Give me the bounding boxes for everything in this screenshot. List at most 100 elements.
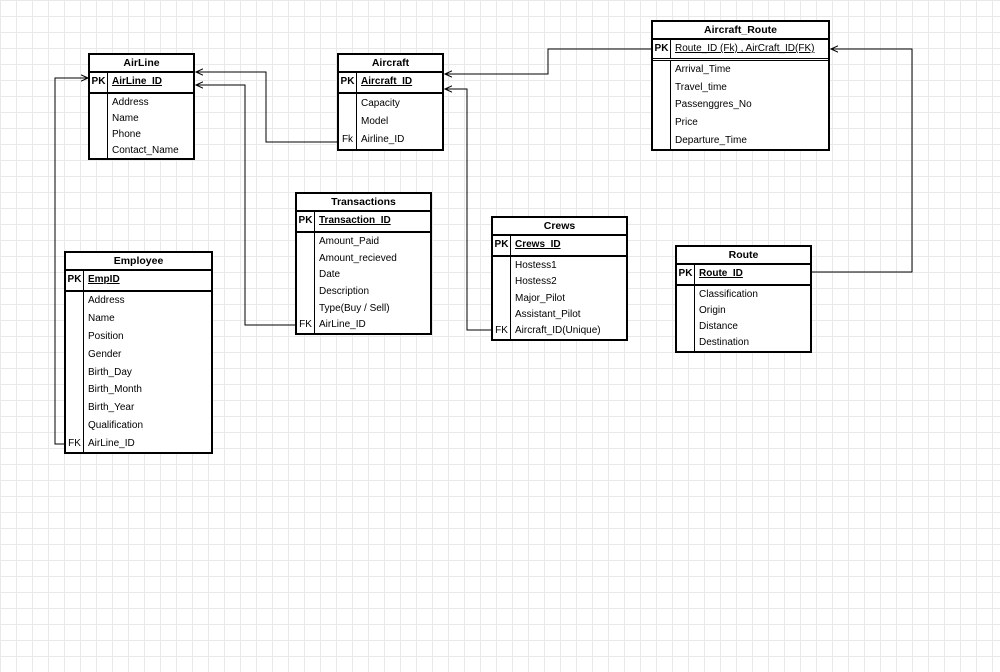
field-contact-name[interactable]: Contact_Name bbox=[112, 144, 179, 156]
field-destination[interactable]: Destination bbox=[699, 337, 750, 349]
relationship-line-fk-route-to-aircraft-route[interactable] bbox=[812, 49, 913, 273]
field-birth-month[interactable]: Birth_Month bbox=[88, 384, 142, 396]
primary-key-row[interactable]: PK AirLine_ID bbox=[90, 73, 193, 94]
field-gender[interactable]: Gender bbox=[88, 348, 122, 360]
primary-key-field: Aircraft_ID bbox=[361, 76, 413, 87]
field-type-buy-sell[interactable]: Type(Buy / Sell) bbox=[319, 302, 390, 314]
field-phone[interactable]: Phone bbox=[112, 128, 141, 140]
field-airline-id[interactable]: Airline_ID bbox=[361, 134, 405, 146]
field-name[interactable]: Name bbox=[88, 313, 115, 325]
key-column: FK bbox=[66, 292, 84, 452]
entity-title: AirLine bbox=[90, 55, 193, 73]
field-departure-time[interactable]: Departure_Time bbox=[675, 134, 747, 146]
field-passenggres-no[interactable]: Passenggres_No bbox=[675, 99, 752, 111]
relationship-line-fk-crews-to-aircraft[interactable] bbox=[445, 89, 491, 331]
key-marker bbox=[297, 250, 314, 267]
field-airline-id[interactable]: AirLine_ID bbox=[88, 437, 135, 449]
field-travel-time[interactable]: Travel_time bbox=[675, 81, 727, 93]
key-marker bbox=[90, 126, 107, 142]
field-description[interactable]: Description bbox=[319, 285, 370, 297]
field-name[interactable]: Name bbox=[112, 112, 139, 124]
key-marker bbox=[653, 131, 670, 149]
field-qualification[interactable]: Qualification bbox=[88, 419, 144, 431]
field-origin[interactable]: Origin bbox=[699, 304, 726, 316]
field-position[interactable]: Position bbox=[88, 330, 124, 342]
key-marker bbox=[653, 96, 670, 114]
field-hostess2[interactable]: Hostess2 bbox=[515, 276, 557, 288]
field-address[interactable]: Address bbox=[88, 295, 125, 307]
field-assistant-pilot[interactable]: Assistant_Pilot bbox=[515, 308, 581, 320]
primary-key-field: Route_ID (Fk) , AirCraft_ID(FK) bbox=[675, 43, 815, 54]
key-column: Fk bbox=[339, 94, 357, 149]
key-marker-pk: PK bbox=[297, 212, 315, 231]
key-marker bbox=[677, 286, 694, 302]
entity-title: Crews bbox=[493, 218, 626, 236]
field-hostess1[interactable]: Hostess1 bbox=[515, 259, 557, 271]
field-date[interactable]: Date bbox=[319, 269, 341, 281]
key-marker bbox=[66, 328, 83, 346]
field-price[interactable]: Price bbox=[675, 117, 698, 129]
key-marker bbox=[493, 290, 510, 306]
key-marker: FK bbox=[299, 319, 312, 331]
field-major-pilot[interactable]: Major_Pilot bbox=[515, 292, 566, 304]
relationship-line-fk-employee-to-airline[interactable] bbox=[54, 78, 88, 445]
field-airline-id[interactable]: AirLine_ID bbox=[319, 319, 366, 331]
field-arrival-time[interactable]: Arrival_Time bbox=[675, 64, 731, 76]
field-capacity[interactable]: Capacity bbox=[361, 97, 400, 109]
key-marker-pk: PK bbox=[66, 271, 84, 290]
primary-key-row[interactable]: PK Aircraft_ID bbox=[339, 73, 442, 94]
field-address[interactable]: Address bbox=[112, 96, 149, 108]
key-marker-pk: PK bbox=[339, 73, 357, 92]
primary-key-field: Crews_ID bbox=[515, 239, 561, 250]
relationship-line-fk-aircraft-route-to-aircraft[interactable] bbox=[445, 48, 651, 74]
field-amount-recieved[interactable]: Amount_recieved bbox=[319, 252, 397, 264]
key-marker-pk: PK bbox=[677, 265, 695, 284]
field-birth-day[interactable]: Birth_Day bbox=[88, 366, 132, 378]
key-marker bbox=[339, 94, 356, 112]
field-amount-paid[interactable]: Amount_Paid bbox=[319, 235, 380, 247]
key-marker bbox=[90, 94, 107, 110]
key-marker bbox=[66, 292, 83, 310]
key-marker: FK bbox=[68, 437, 81, 449]
key-column bbox=[677, 286, 695, 351]
field-model[interactable]: Model bbox=[361, 115, 389, 127]
entity-title: Employee bbox=[66, 253, 211, 271]
key-marker bbox=[90, 110, 107, 126]
key-column: FK bbox=[297, 233, 315, 333]
primary-key-field: AirLine_ID bbox=[112, 76, 163, 87]
key-marker bbox=[677, 335, 694, 351]
field-distance[interactable]: Distance bbox=[699, 321, 738, 333]
key-marker-pk: PK bbox=[90, 73, 108, 92]
relationship-line-fk-aircraft-to-airline[interactable] bbox=[196, 72, 337, 143]
field-classification[interactable]: Classification bbox=[699, 288, 758, 300]
entity-title: Route bbox=[677, 247, 810, 265]
field-birth-year[interactable]: Birth_Year bbox=[88, 402, 135, 414]
key-marker bbox=[653, 79, 670, 97]
field-aircraft-id-unique[interactable]: Aircraft_ID(Unique) bbox=[515, 325, 601, 337]
key-marker bbox=[66, 399, 83, 417]
key-marker bbox=[339, 112, 356, 130]
relationship-line-fk-transactions-to-airline[interactable] bbox=[196, 85, 295, 326]
key-marker bbox=[66, 416, 83, 434]
